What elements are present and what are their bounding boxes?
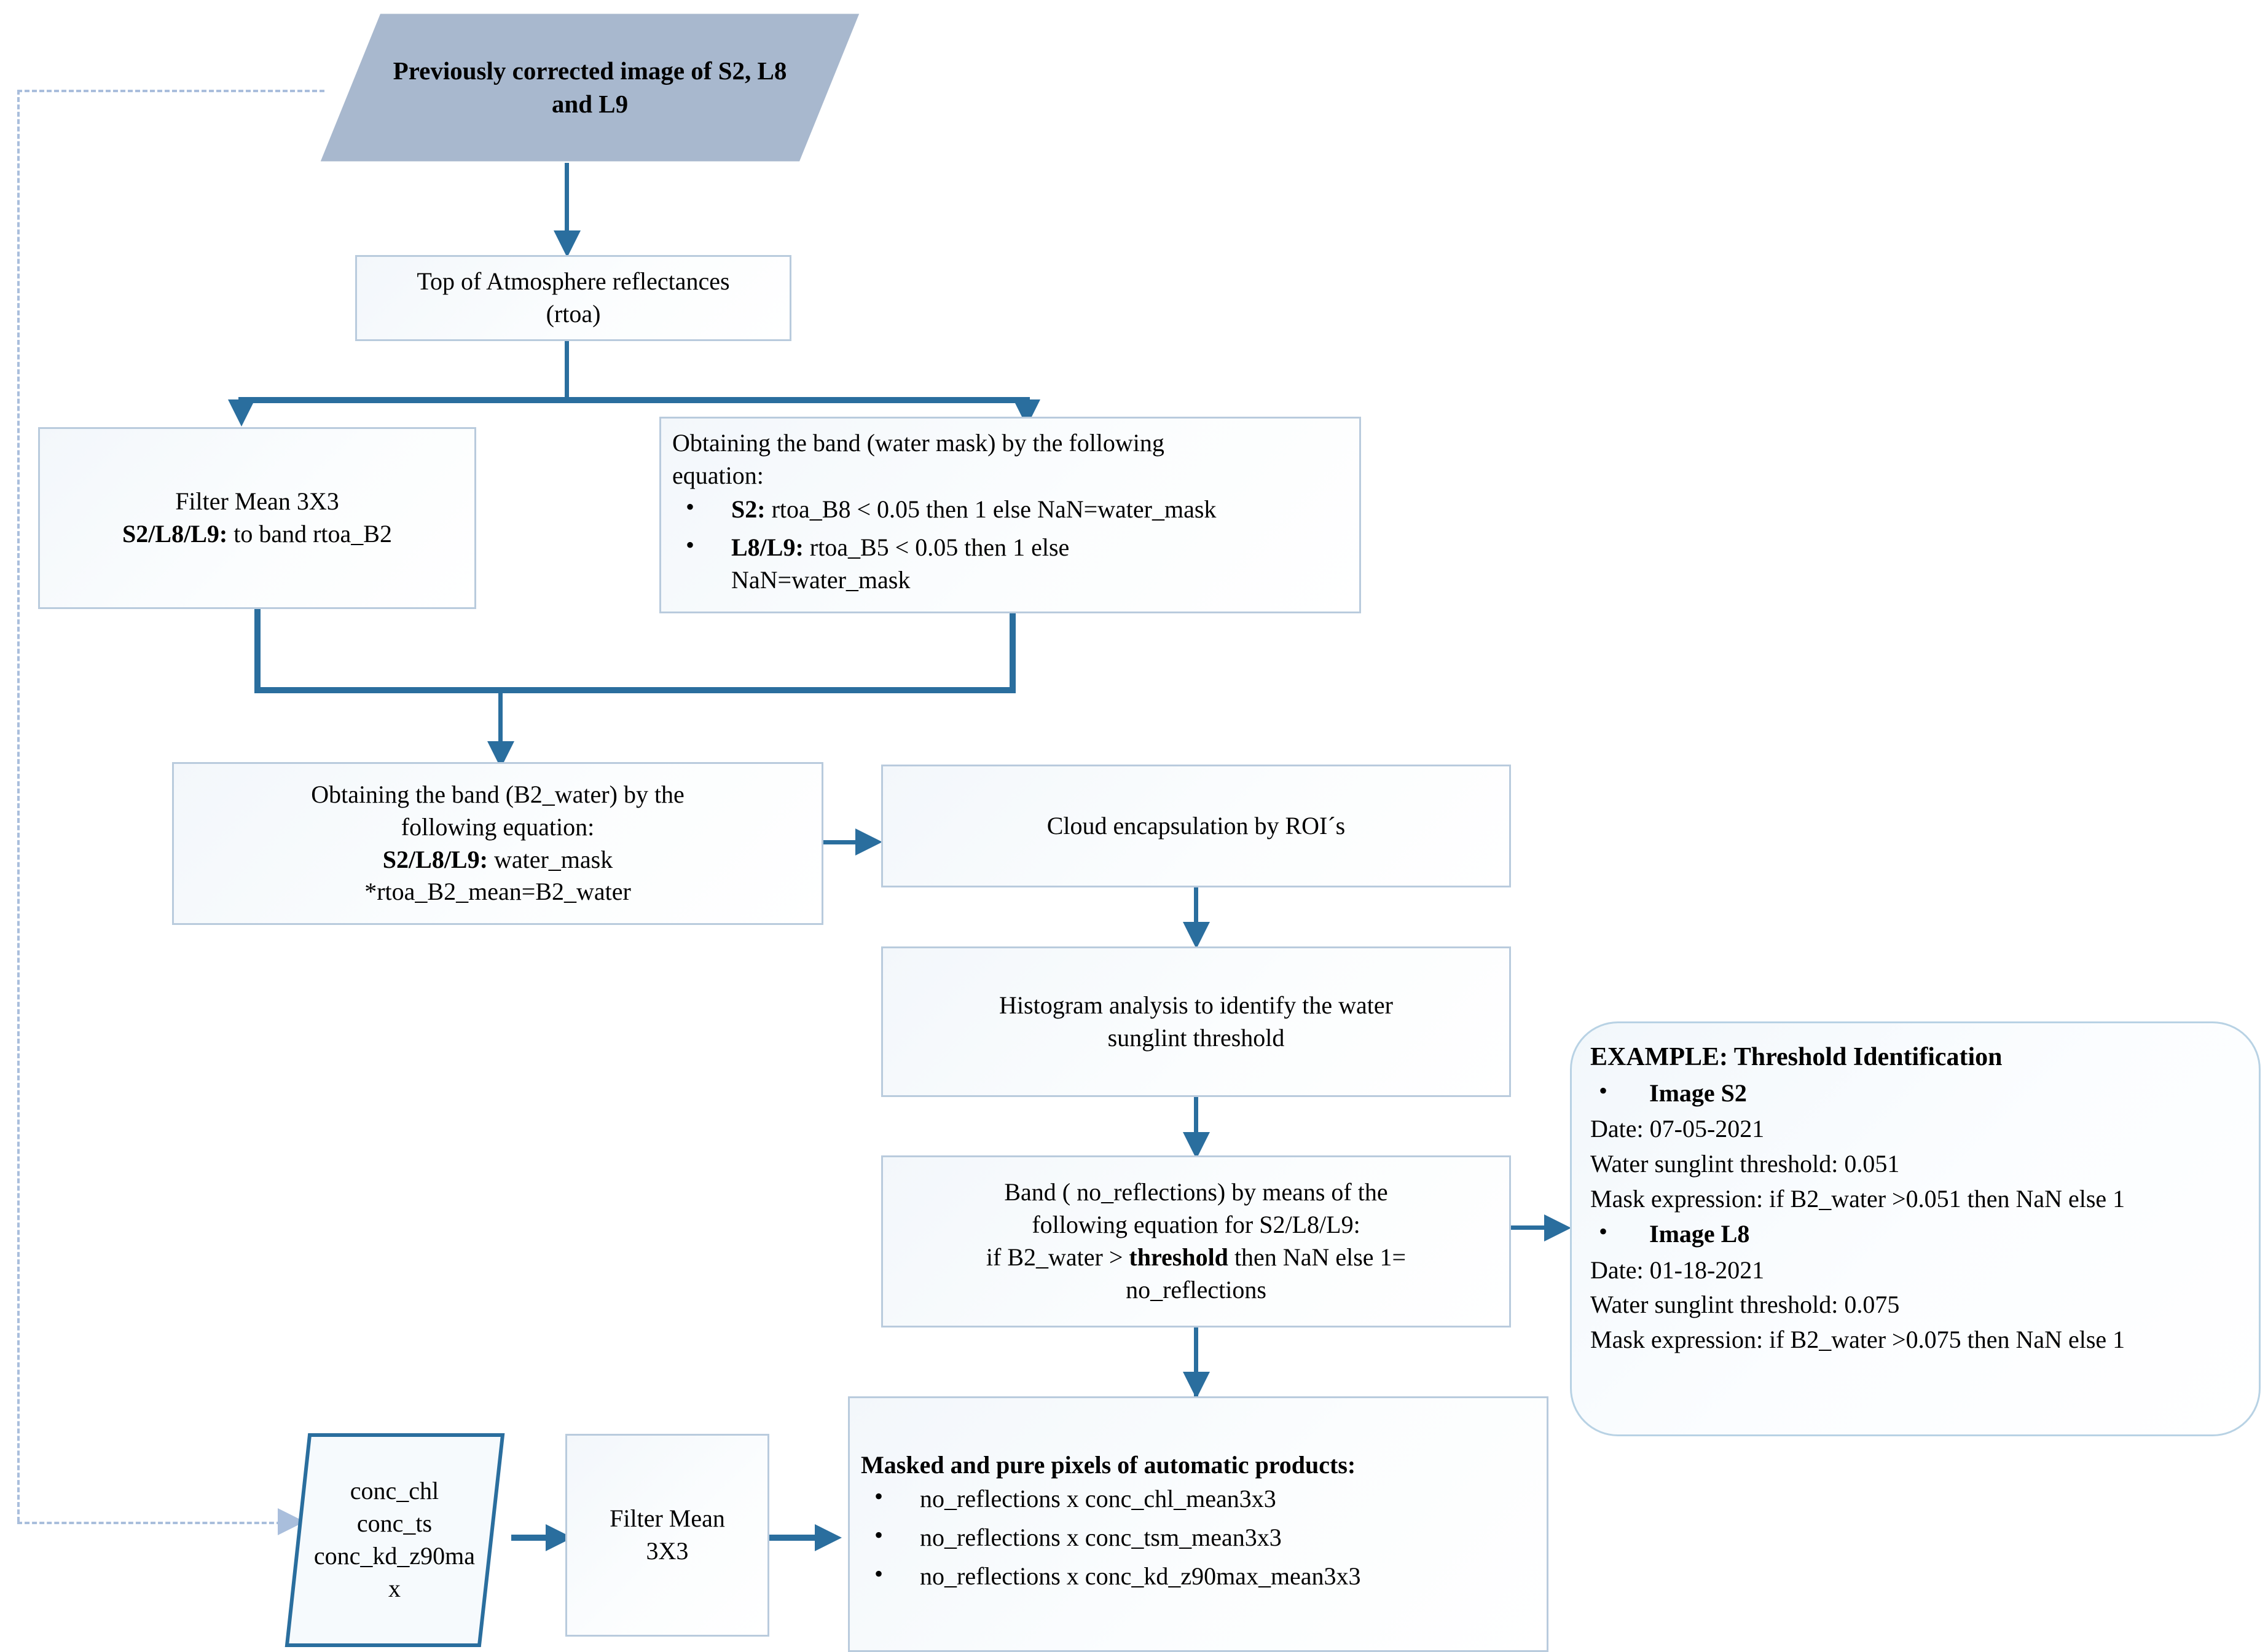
histogram-line1: Histogram analysis to identify the water xyxy=(999,991,1393,1019)
connector-conc-to-filtermean xyxy=(511,1535,549,1541)
feedback-loop-bottom-segment xyxy=(17,1522,281,1524)
connector-merge-bar xyxy=(254,687,1016,693)
connector-filtermean-to-masked-products xyxy=(769,1535,817,1541)
arrowhead-input-to-toa xyxy=(554,230,581,258)
feedback-loop-left-segment xyxy=(17,90,20,1522)
example-entry-s2-bullet: Image S2 xyxy=(1590,1075,2244,1111)
example-entry-list: Image S2 xyxy=(1590,1075,2244,1111)
example-entry-l8-date: Date: 01-18-2021 xyxy=(1590,1256,1765,1284)
example-entry-s2-threshold: Water sunglint threshold: 0.051 xyxy=(1590,1150,1900,1178)
connector-cloud-to-histogram xyxy=(1194,887,1198,937)
water-mask-bullet-s2-label: S2: xyxy=(731,495,766,523)
no-reflections-line3-a: if B2_water > xyxy=(986,1243,1129,1271)
conc-inputs-line3: conc_kd_z90ma xyxy=(313,1542,476,1570)
connector-histogram-to-noreflections xyxy=(1194,1097,1198,1147)
example-entry-s2-date: Date: 07-05-2021 xyxy=(1590,1115,1765,1143)
b2-water-line3-rest: water_mask xyxy=(487,845,613,873)
example-entry-l8-bullet: Image L8 xyxy=(1590,1216,2244,1252)
connector-toa-split-bar xyxy=(238,397,1030,403)
arrowhead-filtermean-to-masked-products xyxy=(815,1524,842,1551)
example-entry-s2-mask: Mask expression: if B2_water >0.051 then… xyxy=(1590,1185,2125,1213)
conc-inputs-line2: conc_ts xyxy=(356,1509,433,1538)
example-title: EXAMPLE: Threshold Identification xyxy=(1590,1043,2003,1071)
histogram-line2: sunglint threshold xyxy=(1107,1023,1285,1052)
filter-mean-bottom-line2: 3X3 xyxy=(646,1537,689,1565)
example-entry-l8-label: Image L8 xyxy=(1649,1219,1750,1248)
no-reflections-line3-b: then NaN else 1= xyxy=(1228,1243,1407,1271)
b2-water-line3: S2/L8/L9: water_mask xyxy=(190,844,806,876)
example-entry-l8-threshold: Water sunglint threshold: 0.075 xyxy=(1590,1291,1900,1319)
connector-input-to-toa xyxy=(565,163,569,240)
no-reflections-line1: Band ( no_reflections) by means of the xyxy=(1004,1178,1388,1206)
b2-water-line1: Obtaining the band (B2_water) by the xyxy=(311,780,685,808)
arrowhead-b2water-to-cloud xyxy=(855,828,882,856)
example-entry-l8-mask: Mask expression: if B2_water >0.075 then… xyxy=(1590,1326,2125,1354)
water-mask-bullet-l8l9-text: rtoa_B5 < 0.05 then 1 else xyxy=(803,533,1070,562)
node-no-reflections-equation: Band ( no_reflections) by means of the f… xyxy=(881,1155,1511,1328)
connector-merge-to-b2water xyxy=(498,687,503,756)
arrowhead-toa-to-filter-mean xyxy=(228,399,255,427)
feedback-loop-top-segment xyxy=(17,90,324,92)
node-masked-pure-pixels: Masked and pure pixels of automatic prod… xyxy=(848,1396,1548,1652)
callout-example-threshold-identification: EXAMPLE: Threshold Identification Image … xyxy=(1570,1021,2261,1436)
node-water-mask-equation: Obtaining the band (water mask) by the f… xyxy=(659,417,1361,613)
connector-toa-down xyxy=(565,341,569,401)
water-mask-bullet-s2-text: rtoa_B8 < 0.05 then 1 else NaN=water_mas… xyxy=(765,495,1217,523)
masked-products-bullet-kd: no_reflections x conc_kd_z90max_mean3x3 xyxy=(861,1558,1536,1593)
b2-water-line4: *rtoa_B2_mean=B2_water xyxy=(364,878,631,906)
connector-b2water-to-cloud xyxy=(823,840,859,844)
example-entry-s2-label: Image S2 xyxy=(1649,1079,1747,1107)
water-mask-head1: Obtaining the band (water mask) by the f… xyxy=(672,429,1164,457)
input-image-line2: and L9 xyxy=(551,89,629,118)
filter-mean-left-line2-bold: S2/L8/L9: xyxy=(122,520,228,548)
filter-mean-left-line1: Filter Mean 3X3 xyxy=(175,487,339,516)
filter-mean-left-line2: S2/L8/L9: to band rtoa_B2 xyxy=(56,518,458,551)
water-mask-head2: equation: xyxy=(672,461,764,489)
toa-line2: (rtoa) xyxy=(546,300,601,328)
connector-filter-mean-down xyxy=(254,609,261,691)
no-reflections-line3: if B2_water > threshold then NaN else 1= xyxy=(899,1241,1493,1274)
no-reflections-line4: no_reflections xyxy=(1126,1275,1266,1304)
no-reflections-line2: following equation for S2/L8/L9: xyxy=(1032,1211,1360,1239)
filter-mean-left-line2-rest: to band rtoa_B2 xyxy=(227,520,392,548)
masked-products-bullet-list: no_reflections x conc_chl_mean3x3 no_ref… xyxy=(861,1481,1536,1593)
node-histogram-analysis: Histogram analysis to identify the water… xyxy=(881,946,1511,1097)
water-mask-bullet-l8l9-continuation: NaN=water_mask xyxy=(731,566,911,594)
input-image-line1: Previously corrected image of S2, L8 xyxy=(393,57,787,85)
arrowhead-noreflections-to-masked-products xyxy=(1183,1372,1210,1399)
b2-water-line3-bold: S2/L8/L9: xyxy=(382,845,488,873)
conc-inputs-line4: x xyxy=(388,1574,401,1602)
example-entry-list-2: Image L8 xyxy=(1590,1216,2244,1252)
parallelogram-shape-conc xyxy=(284,1433,505,1647)
parallelogram-shape xyxy=(320,14,860,162)
toa-line1: Top of Atmosphere reflectances xyxy=(417,267,730,296)
water-mask-bullet-l8l9: L8/L9: rtoa_B5 < 0.05 then 1 else NaN=wa… xyxy=(672,529,1348,597)
filter-mean-bottom-line1: Filter Mean xyxy=(610,1504,725,1533)
b2-water-line2: following equation: xyxy=(401,812,595,841)
node-filter-mean-bottom: Filter Mean 3X3 xyxy=(565,1434,769,1637)
node-cloud-encapsulation: Cloud encapsulation by ROI´s xyxy=(881,765,1511,887)
water-mask-bullet-s2: S2: rtoa_B8 < 0.05 then 1 else NaN=water… xyxy=(672,491,1348,526)
masked-products-bullet-tsm: no_reflections x conc_tsm_mean3x3 xyxy=(861,1519,1536,1554)
input-image-parallelogram: Previously corrected image of S2, L8 and… xyxy=(320,12,860,163)
no-reflections-line3-bold: threshold xyxy=(1129,1243,1228,1271)
masked-products-title: Masked and pure pixels of automatic prod… xyxy=(861,1451,1356,1479)
node-b2-water-equation: Obtaining the band (B2_water) by the fol… xyxy=(172,762,823,925)
node-top-of-atmosphere: Top of Atmosphere reflectances (rtoa) xyxy=(355,255,791,341)
water-mask-bullet-l8l9-label: L8/L9: xyxy=(731,533,804,562)
water-mask-bullet-list: S2: rtoa_B8 < 0.05 then 1 else NaN=water… xyxy=(672,491,1348,597)
cloud-roi-line1: Cloud encapsulation by ROI´s xyxy=(1046,811,1346,840)
node-filter-mean-rtoa-b2: Filter Mean 3X3 S2/L8/L9: to band rtoa_B… xyxy=(38,427,476,609)
arrowhead-noreflections-to-example xyxy=(1544,1214,1571,1241)
arrowhead-cloud-to-histogram xyxy=(1183,922,1210,949)
connector-noreflections-to-example xyxy=(1511,1225,1548,1230)
arrowhead-histogram-to-noreflections xyxy=(1183,1132,1210,1159)
masked-products-bullet-chl: no_reflections x conc_chl_mean3x3 xyxy=(861,1481,1536,1516)
connector-water-mask-down xyxy=(1010,613,1016,691)
conc-inputs-line1: conc_chl xyxy=(350,1477,439,1505)
conc-inputs-parallelogram: conc_chl conc_ts conc_kd_z90ma x xyxy=(284,1432,505,1648)
